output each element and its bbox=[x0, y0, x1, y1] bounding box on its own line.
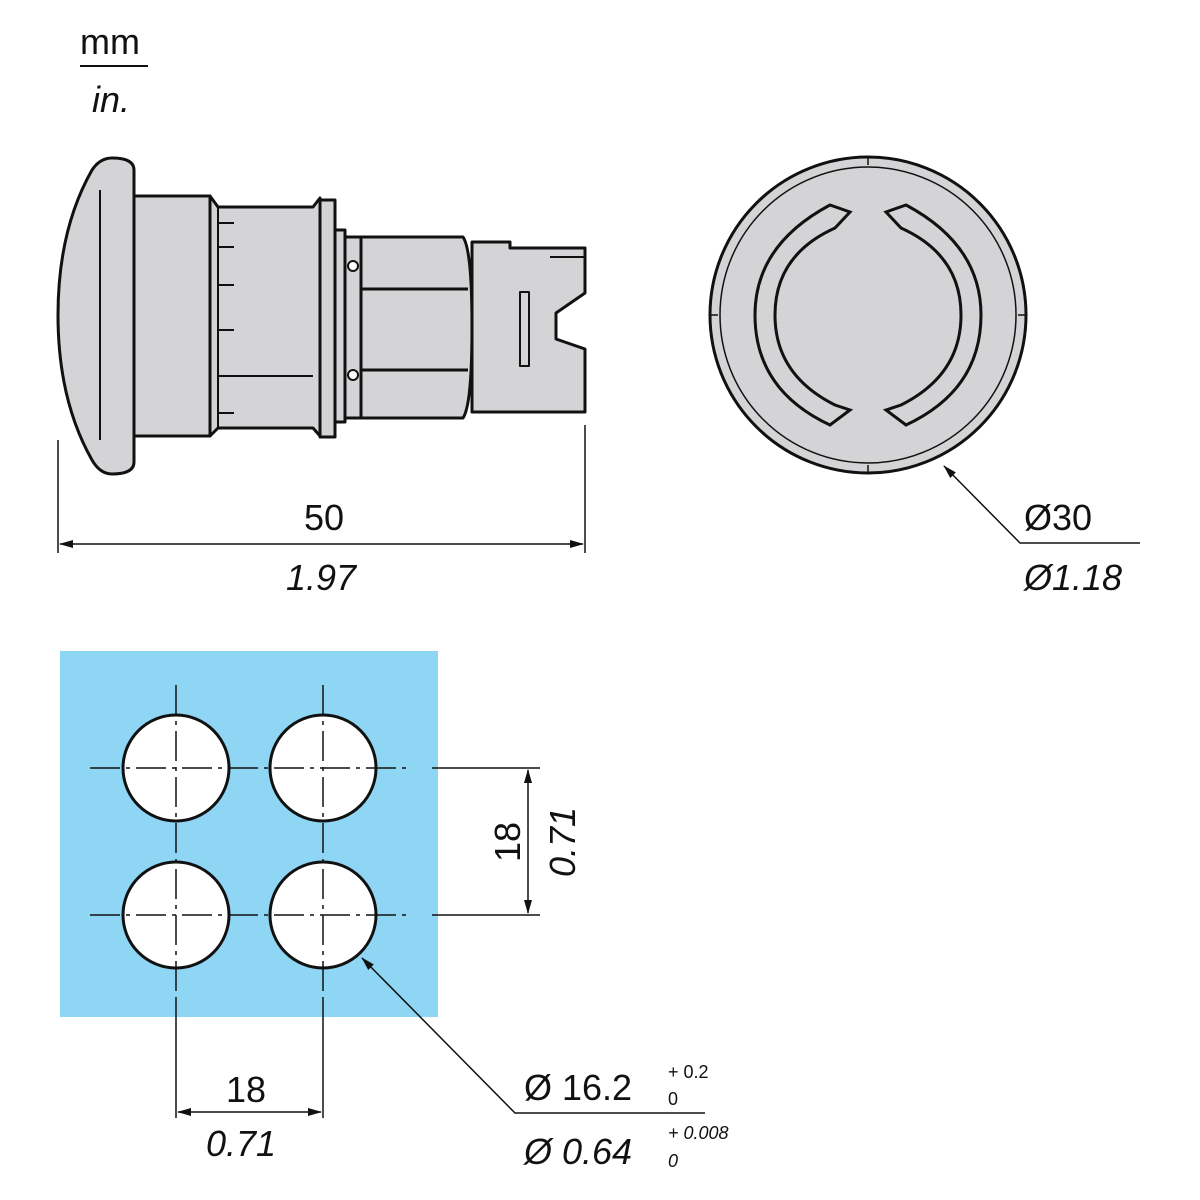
hole-tol-in-upper: + 0.008 bbox=[668, 1123, 729, 1143]
spacing-horizontal-mm: 18 bbox=[226, 1069, 267, 1110]
hole-tol-mm-upper: + 0.2 bbox=[668, 1062, 709, 1082]
units-secondary: in. bbox=[92, 79, 131, 120]
diameter-leader bbox=[943, 465, 1140, 544]
diameter-mm: Ø30 bbox=[1024, 497, 1093, 538]
panel-cutout bbox=[60, 651, 705, 1118]
side-view bbox=[56, 156, 587, 476]
hole-diameter-mm: Ø 16.2 bbox=[524, 1067, 633, 1108]
diameter-in: Ø1.18 bbox=[1024, 557, 1123, 598]
units-primary: mm bbox=[80, 21, 140, 62]
hex-nut bbox=[359, 235, 474, 420]
hole-tol-in-lower: 0 bbox=[668, 1151, 679, 1171]
spacing-vertical-in: 0.71 bbox=[542, 806, 584, 878]
collar bbox=[132, 194, 212, 438]
front-view bbox=[708, 155, 1028, 475]
length-mm: 50 bbox=[304, 497, 345, 538]
bezel bbox=[208, 194, 322, 438]
flange bbox=[318, 198, 337, 439]
rotation-arrow-right bbox=[882, 203, 983, 427]
mushroom-cap bbox=[56, 156, 136, 476]
length-in: 1.97 bbox=[286, 557, 357, 598]
rotation-arrow-left bbox=[753, 203, 854, 427]
hole-tol-mm-lower: 0 bbox=[668, 1089, 679, 1109]
spacing-horizontal-in: 0.71 bbox=[206, 1123, 277, 1164]
length-dimension bbox=[57, 425, 586, 553]
hole-diameter-in: Ø 0.64 bbox=[524, 1131, 633, 1172]
spacing-vertical-mm: 18 bbox=[487, 821, 529, 863]
